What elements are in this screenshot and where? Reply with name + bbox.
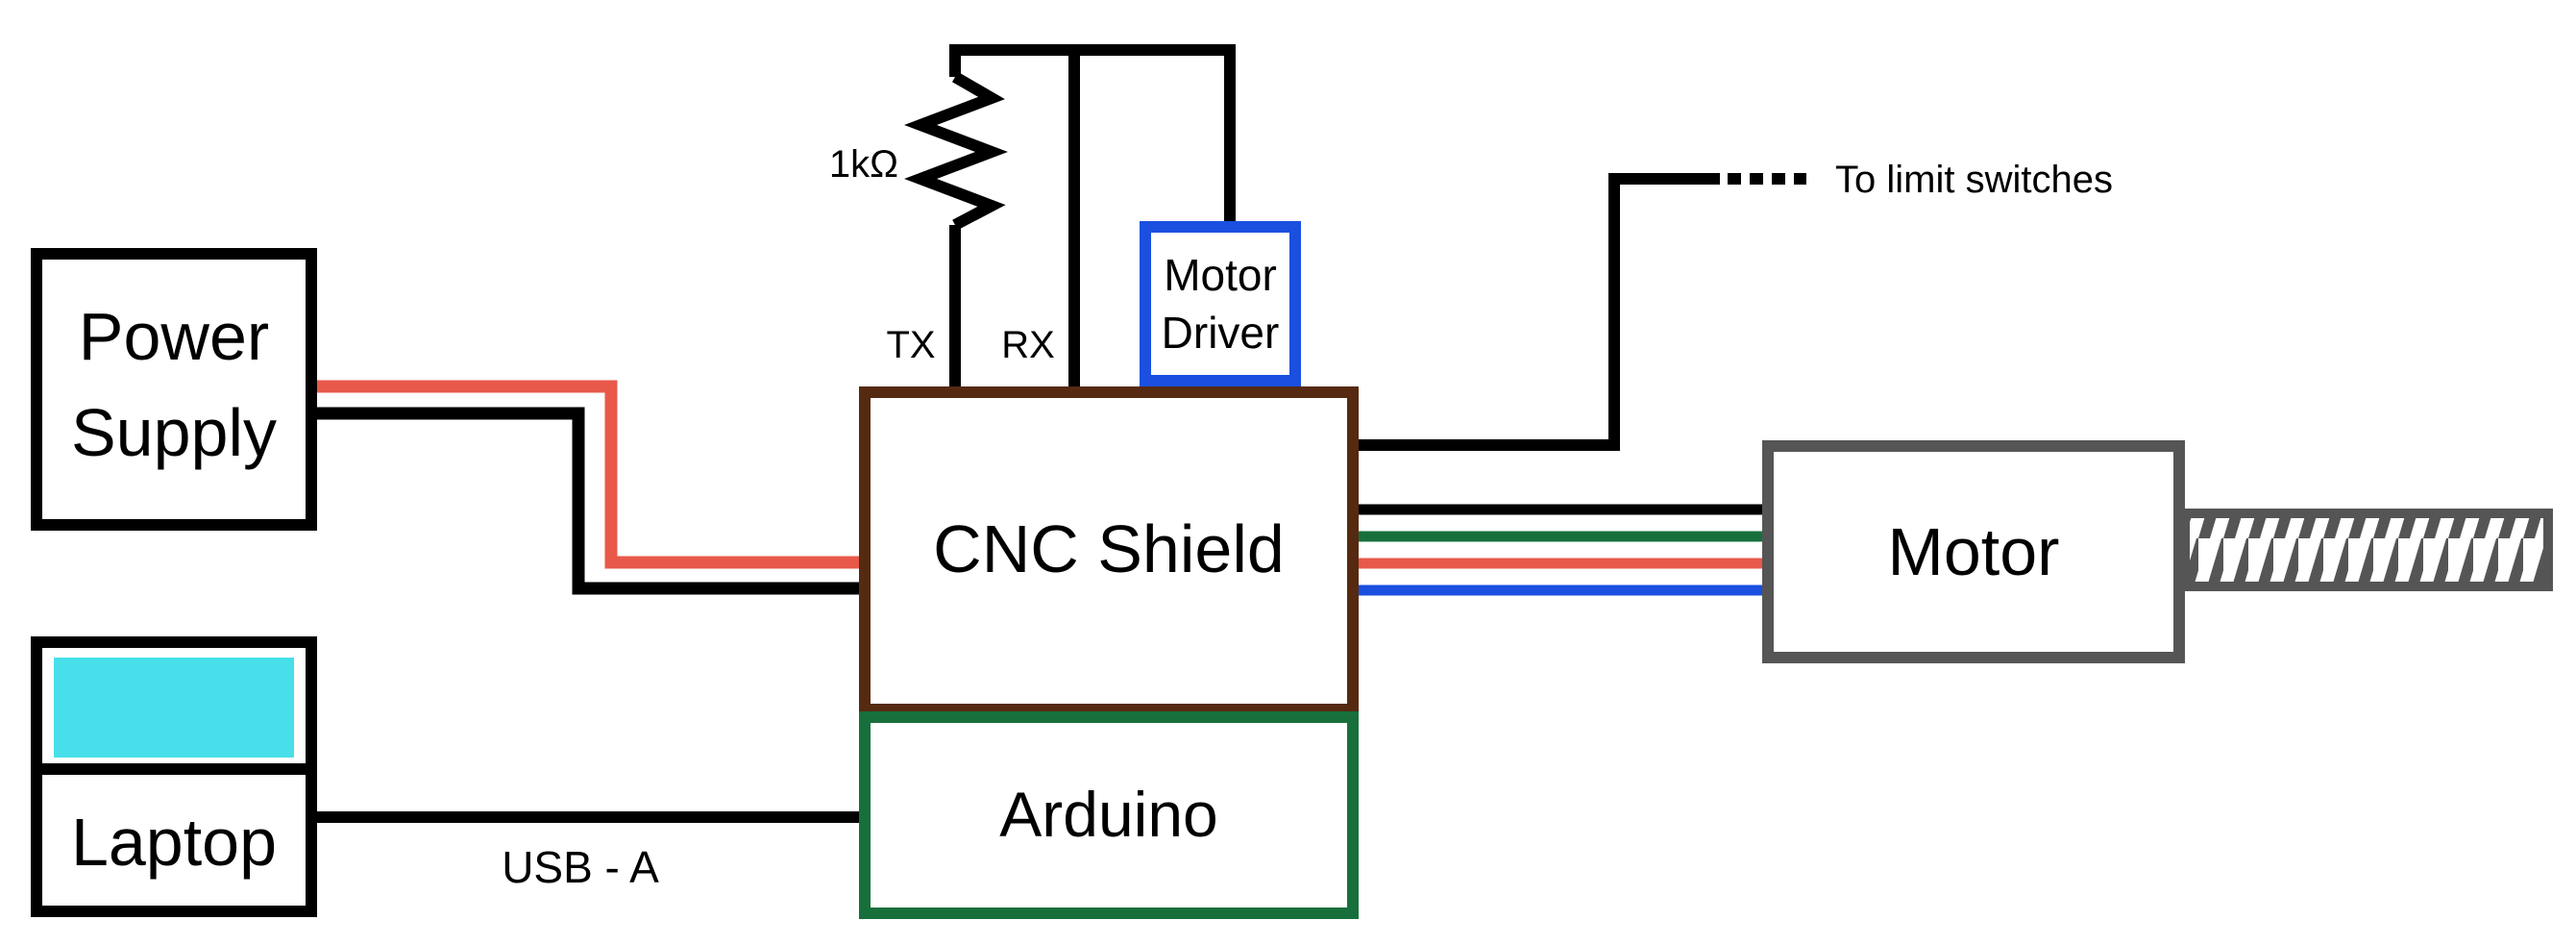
limit-switches-label: To limit switches — [1835, 159, 2113, 201]
resistor-zigzag-icon — [904, 71, 1008, 231]
limit-switch-wire — [1353, 173, 1720, 451]
power-wire-red — [317, 380, 865, 569]
power-supply-box: Power Supply — [31, 248, 317, 531]
laptop-screen-icon — [54, 658, 294, 758]
power-wire-black — [317, 407, 865, 595]
motor-driver-label-line2: Driver — [1162, 308, 1280, 358]
resistor-label: 1kΩ — [829, 143, 898, 186]
arduino-box: Arduino — [859, 711, 1359, 919]
motor-driver-box: Motor Driver — [1140, 221, 1301, 386]
cnc-shield-label: CNC Shield — [933, 511, 1285, 586]
tx-label: TX — [886, 324, 935, 366]
rx-label: RX — [1001, 324, 1055, 366]
laptop-box: Laptop — [31, 636, 317, 917]
motor-driver-label-line1: Motor — [1164, 250, 1277, 300]
cnc-shield-box: CNC Shield — [859, 386, 1359, 715]
motor-label: Motor — [1888, 514, 2060, 589]
power-supply-label-line1: Power — [79, 299, 269, 374]
threaded-shaft-icon — [2180, 509, 2553, 591]
motor-box: Motor — [1762, 440, 2185, 663]
usb-label: USB - A — [502, 842, 659, 892]
top-bus-wire — [949, 44, 1236, 225]
arduino-label: Arduino — [999, 779, 1218, 850]
power-supply-label-line2: Supply — [71, 395, 277, 470]
laptop-label: Laptop — [71, 805, 277, 880]
